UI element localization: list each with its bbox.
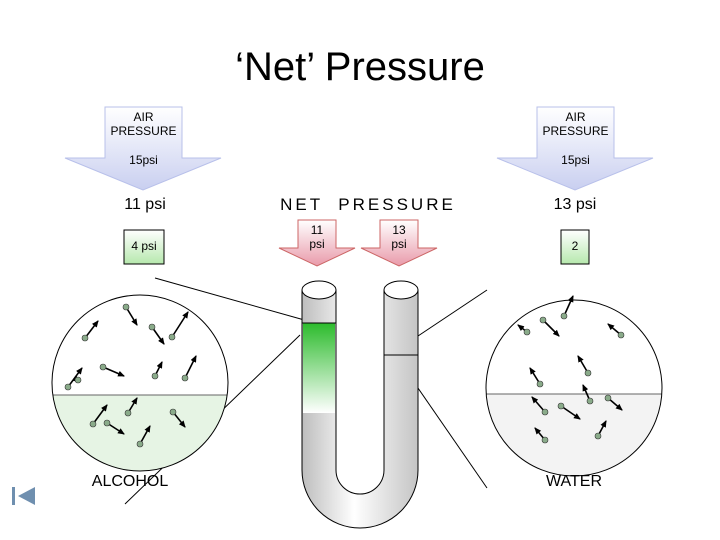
molecule-motion-arrow — [184, 355, 197, 379]
net-left-arrow — [278, 219, 356, 267]
left-air-pressure-value: 15psi — [129, 153, 158, 167]
net-pressure-label: NET PRESSURE — [280, 195, 456, 214]
molecule-motion-arrow — [560, 405, 581, 420]
molecule-motion-arrow — [531, 396, 546, 413]
molecule-dot — [99, 363, 107, 371]
molecule-motion-arrow — [92, 404, 108, 425]
molecule-dot — [560, 312, 568, 320]
molecule-dot — [536, 380, 544, 388]
right-air-pressure-value: 15psi — [561, 153, 590, 167]
u-tube — [301, 280, 419, 529]
molecule-dot — [594, 432, 602, 440]
alcohol-label: ALCOHOL — [91, 473, 169, 490]
molecule-dot — [103, 419, 111, 427]
left-air-pressure-arrow — [64, 106, 222, 191]
molecule-dot — [541, 408, 549, 416]
molecule-dot — [74, 376, 82, 384]
back-to-start-icon[interactable] — [10, 484, 38, 508]
net-right-arrow — [360, 219, 438, 267]
molecule-dot — [617, 331, 625, 339]
right-bottom-pressure-box — [560, 229, 590, 265]
left-bottom-pressure-box — [123, 229, 165, 265]
molecule-motion-arrow — [106, 422, 125, 435]
molecule-dot — [89, 420, 97, 428]
molecule-dot — [148, 323, 156, 331]
molecule-dot — [64, 383, 72, 391]
molecule-dot — [136, 440, 144, 448]
molecule-dot — [539, 316, 547, 324]
molecule-dot — [557, 402, 565, 410]
molecule-dot — [151, 372, 159, 380]
water-label: WATER — [546, 473, 602, 490]
molecule-dot — [584, 369, 592, 377]
molecule-dot — [168, 333, 176, 341]
molecule-dot — [122, 303, 130, 311]
molecule-motion-arrow — [102, 366, 125, 377]
right-air-pressure-arrow — [496, 106, 654, 191]
right-top-pressure: 13 psi — [553, 196, 597, 213]
left-top-pressure: 11 psi — [124, 196, 166, 213]
molecule-motion-arrow — [125, 306, 138, 326]
molecule-motion-arrow — [171, 311, 189, 338]
alcohol-zoom-circle — [51, 294, 229, 472]
left-air-pressure-label: AIR PRESSURE — [110, 110, 177, 138]
water-zoom-circle — [485, 295, 663, 477]
molecule-dot — [541, 436, 549, 444]
left-bottom-pressure: 4 psi — [131, 239, 157, 253]
molecule-dot — [124, 409, 132, 417]
molecule-dot — [523, 328, 531, 336]
molecule-dot — [81, 334, 89, 342]
molecule-motion-arrow — [139, 425, 151, 445]
right-bottom-pressure: 2 — [571, 239, 579, 253]
molecule-motion-arrow — [542, 319, 560, 337]
molecule-dot — [169, 408, 177, 416]
alcohol-column — [303, 323, 335, 413]
molecule-dot — [181, 374, 189, 382]
right-air-pressure-label: AIR PRESSURE — [542, 110, 609, 138]
molecule-motion-arrow — [151, 326, 165, 345]
page-title: ‘Net’ Pressure — [235, 45, 485, 89]
molecule-dot — [586, 397, 594, 405]
net-left-arrow-value: 11 psi — [309, 223, 325, 251]
net-right-arrow-value: 13 psi — [391, 223, 407, 251]
molecule-motion-arrow — [84, 320, 99, 339]
molecule-motion-arrow — [563, 295, 574, 317]
molecule-dot — [604, 394, 612, 402]
